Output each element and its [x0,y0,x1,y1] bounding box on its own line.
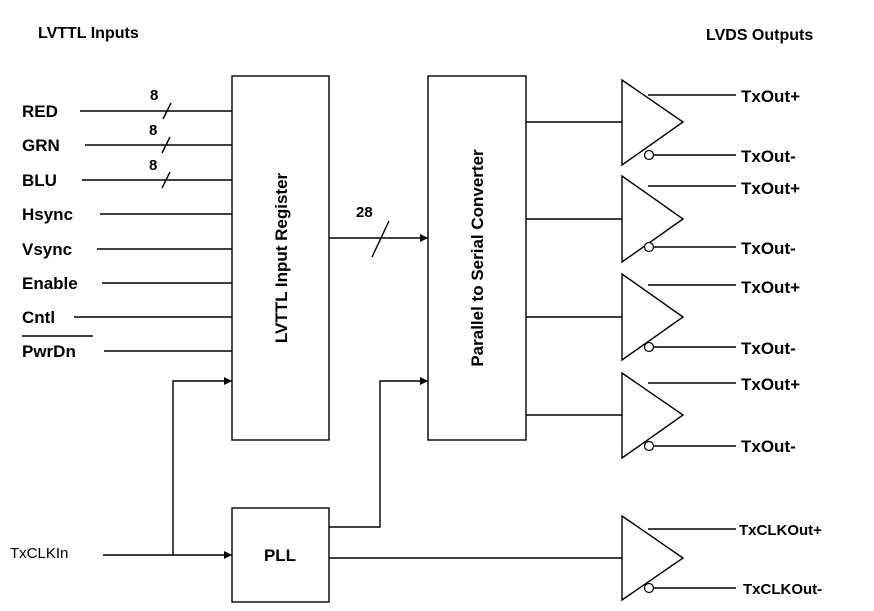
output-label-tx1-neg: TxOut- [741,147,796,166]
outputs-header: LVDS Outputs [706,27,813,44]
pll-label: PLL [264,546,296,565]
input-label-cntl: Cntl [22,308,55,327]
pll-block [231,507,330,603]
converter-label: Parallel to Serial Converter [468,149,487,367]
input-label-grn: GRN [22,136,60,155]
bus-slash-blu [161,171,171,189]
internal-bus-slash [371,220,390,258]
input-label-txclkin: TxCLKIn [10,545,68,562]
input-label-blu: BLU [22,171,57,190]
output-label-tx3-neg: TxOut- [741,339,796,358]
output-label-tx2-neg: TxOut- [741,239,796,258]
input-label-hsync: Hsync [22,205,73,224]
bus-width-internal: 28 [356,204,373,221]
bus-width-grn: 8 [149,122,157,139]
lvds-buffer-3 [621,272,736,362]
lvds-buffer-1 [621,78,736,167]
converter-block [427,75,527,441]
register-clock-arrowhead [224,377,232,385]
output-label-clk-pos: TxCLKOut+ [739,522,822,539]
lvds-clock-buffer [621,514,736,602]
output-label-tx1-pos: TxOut+ [741,87,800,106]
converter-clock-arrowhead [420,377,428,385]
output-label-tx2-pos: TxOut+ [741,179,800,198]
input-register-block [231,75,330,441]
input-label-pwrdn: PwrDn [22,342,76,361]
output-label-tx4-pos: TxOut+ [741,375,800,394]
pll-input-arrowhead [224,551,232,559]
bus-slash-red [162,102,172,120]
output-label-clk-neg: TxCLKOut- [743,581,822,598]
input-label-red: RED [22,102,58,121]
wire-pll-to-converter [329,380,428,528]
bus-slash-grn [161,136,171,154]
input-register-label: LVTTL Input Register [272,172,291,343]
input-label-vsync: Vsync [22,240,72,259]
lvds-buffer-2 [621,174,736,264]
inputs-header: LVTTL Inputs [38,25,139,42]
bus-width-red: 8 [150,87,158,104]
output-label-tx4-neg: TxOut- [741,437,796,456]
output-label-tx3-pos: TxOut+ [741,278,800,297]
input-label-enable: Enable [22,274,78,293]
wire-clock-to-register [172,380,232,555]
lvds-buffer-4 [621,371,736,460]
bus-width-blu: 8 [149,157,157,174]
internal-bus-arrowhead [420,234,428,242]
